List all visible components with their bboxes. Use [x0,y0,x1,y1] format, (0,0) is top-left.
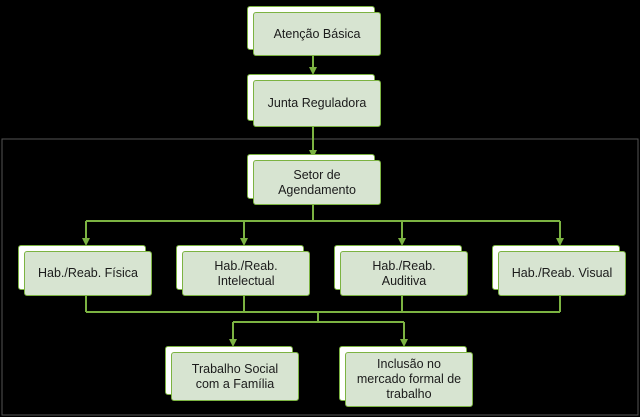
node-label: Hab./Reab. Visual [498,251,626,296]
node-atencao-basica: Atenção Básica [247,6,381,56]
node-hab-intelectual: Hab./Reab. Intelectual [176,245,310,296]
node-label: Setor de Agendamento [253,160,381,205]
node-junta-reguladora: Junta Reguladora [247,74,381,127]
node-hab-fisica: Hab./Reab. Física [18,245,152,296]
node-trabalho-social: Trabalho Social com a Família [165,346,299,401]
node-hab-auditiva: Hab./Reab. Auditiva [334,245,468,296]
node-label: Junta Reguladora [253,80,381,127]
node-hab-visual: Hab./Reab. Visual [492,245,626,296]
node-label: Inclusão no mercado formal de trabalho [345,352,473,407]
node-label: Atenção Básica [253,12,381,56]
node-label: Hab./Reab. Física [24,251,152,296]
node-setor-agendamento: Setor de Agendamento [247,154,381,205]
node-label: Hab./Reab. Auditiva [340,251,468,296]
node-inclusao: Inclusão no mercado formal de trabalho [339,346,473,407]
node-label: Trabalho Social com a Família [171,352,299,401]
section-frame [1,138,639,416]
node-label: Hab./Reab. Intelectual [182,251,310,296]
